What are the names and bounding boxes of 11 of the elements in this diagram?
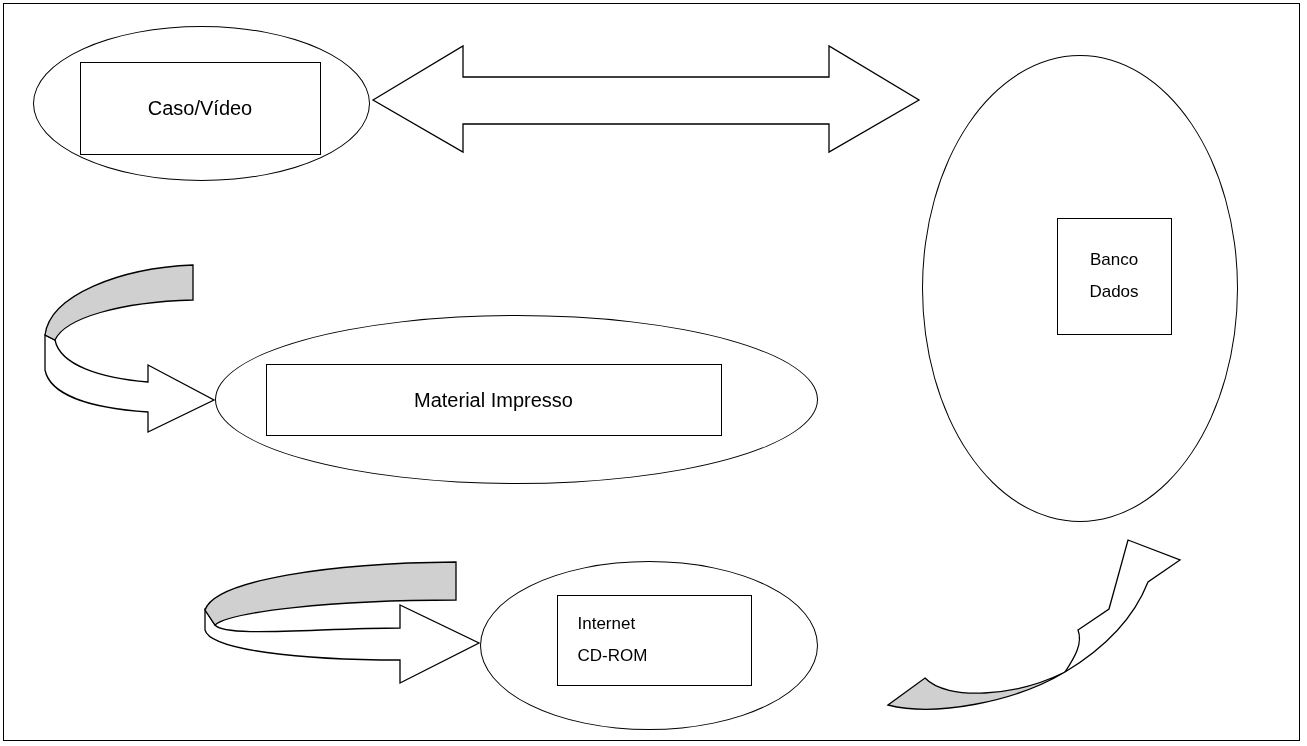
box-label: Material Impresso (414, 387, 573, 412)
curved-arrow (44, 264, 215, 433)
box-label: Internet CD-ROM (577, 612, 649, 667)
double-block-arrow (371, 44, 921, 154)
box-label: Banco Dados (1088, 248, 1140, 303)
text-box (265, 363, 722, 436)
text-box (556, 594, 752, 686)
text-box (79, 61, 321, 155)
box-label: Caso/Vídeo (147, 96, 253, 120)
curved-arrow (204, 561, 480, 684)
text-box (1056, 217, 1172, 335)
